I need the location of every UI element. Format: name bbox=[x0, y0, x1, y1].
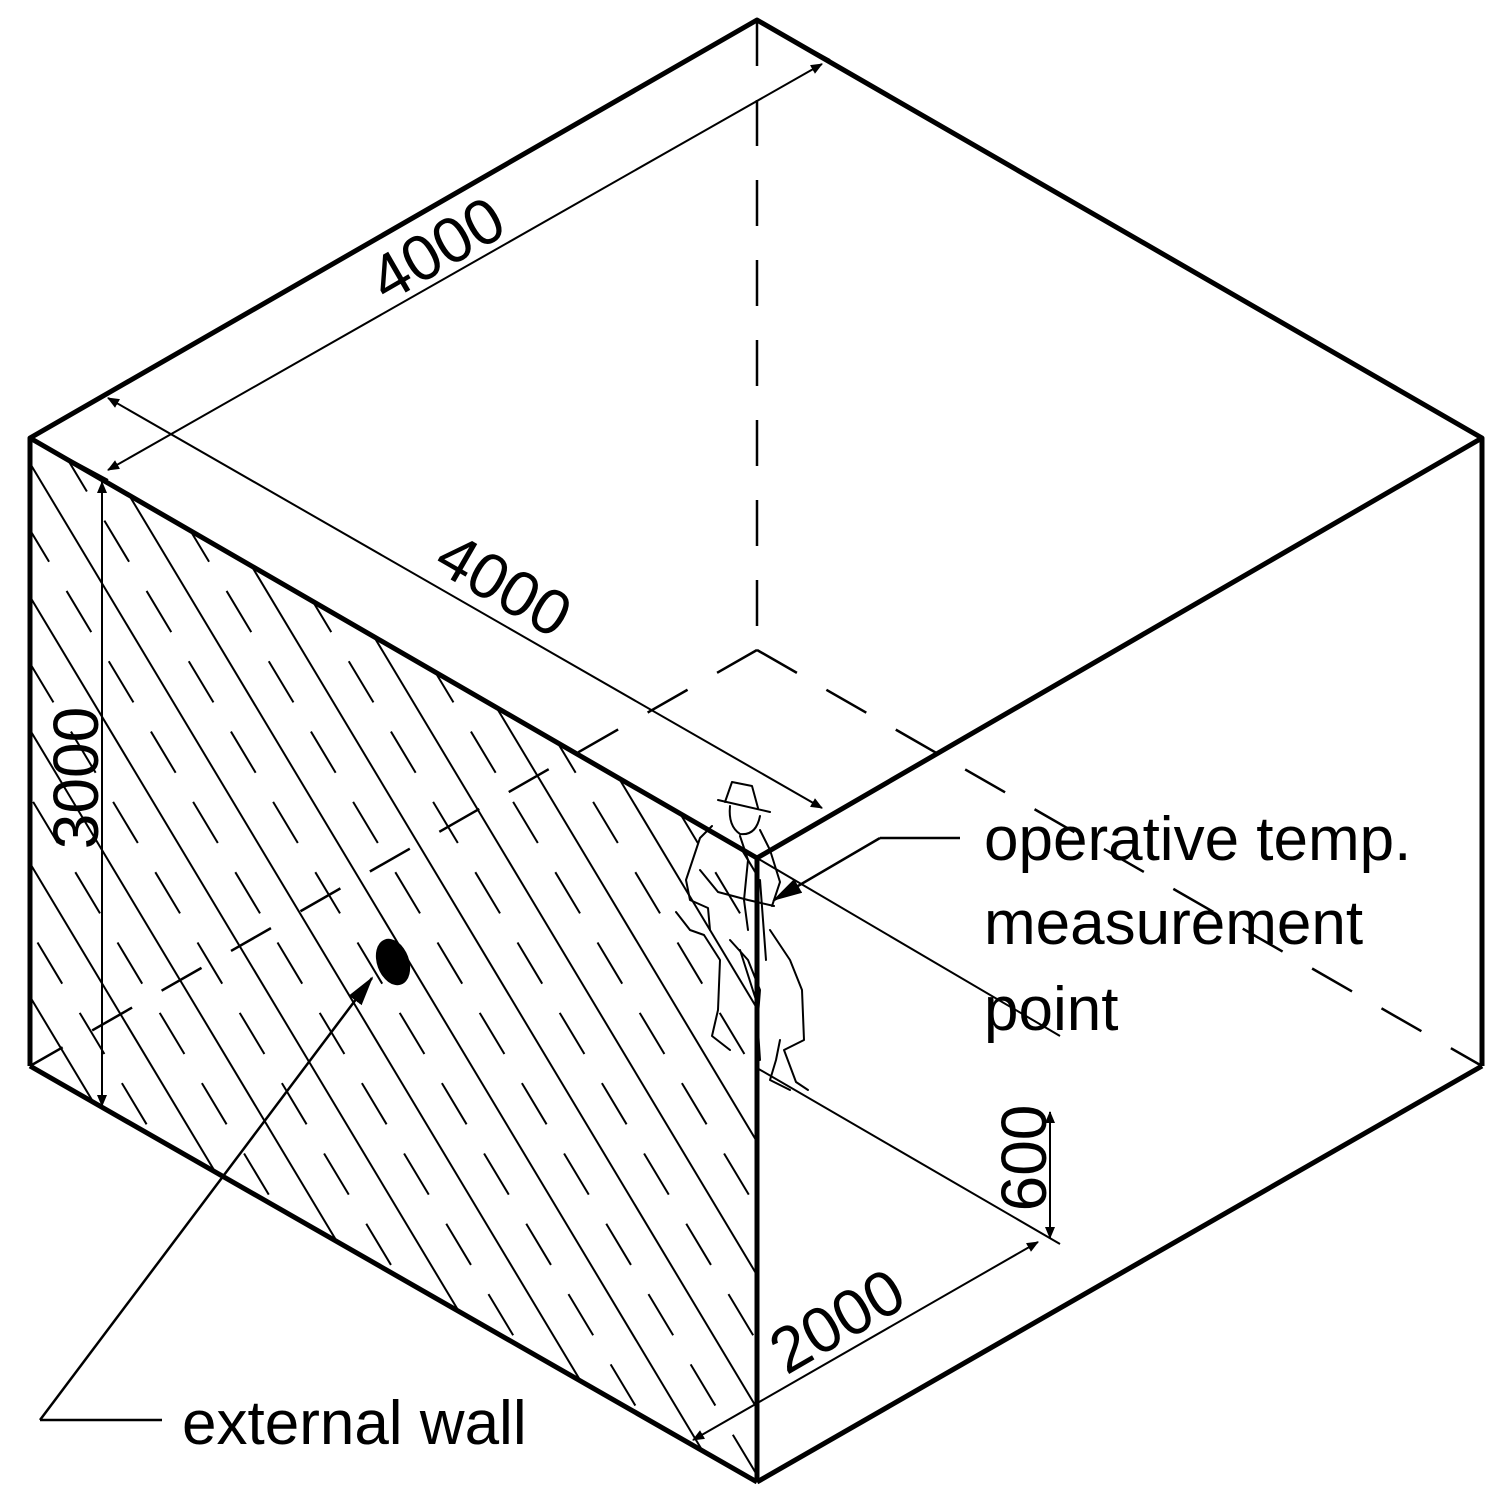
measurement-point-label-line1: operative temp. bbox=[984, 805, 1411, 874]
hatch-solid-line bbox=[30, 438, 493, 1482]
hatch-solid-line bbox=[30, 438, 253, 1482]
hatch-solid-line bbox=[30, 438, 653, 1482]
external-wall-label: external wall bbox=[182, 1389, 527, 1458]
dimension-lines bbox=[29, 19, 1061, 1441]
seated-person-icon bbox=[675, 781, 809, 1091]
hatch-dashed-line bbox=[30, 438, 693, 1482]
hatch-dashed-line bbox=[99, 438, 757, 1482]
dimension-distance: 2000 bbox=[757, 1254, 916, 1388]
hatch-solid-line bbox=[30, 438, 333, 1482]
dimension-height: 3000 bbox=[40, 707, 112, 849]
hatch-solid-line bbox=[59, 438, 733, 1482]
hatch-dashed-line bbox=[179, 438, 757, 1482]
dimension-front-width: 4000 bbox=[424, 518, 583, 652]
room-outline bbox=[27, 17, 1485, 1485]
hatch-solid-line bbox=[30, 438, 173, 1482]
measurement-point-dot bbox=[375, 938, 411, 986]
measurement-point-label-line3: point bbox=[984, 975, 1118, 1044]
leader-lines bbox=[39, 836, 960, 1422]
hatch-dashed-line bbox=[30, 438, 613, 1482]
hatch-solid-line bbox=[30, 438, 413, 1482]
hatch-dashed-line bbox=[339, 438, 757, 1482]
measurement-point-label-line2: measurement bbox=[984, 889, 1363, 958]
dimension-sensor-height: 600 bbox=[988, 1105, 1060, 1212]
